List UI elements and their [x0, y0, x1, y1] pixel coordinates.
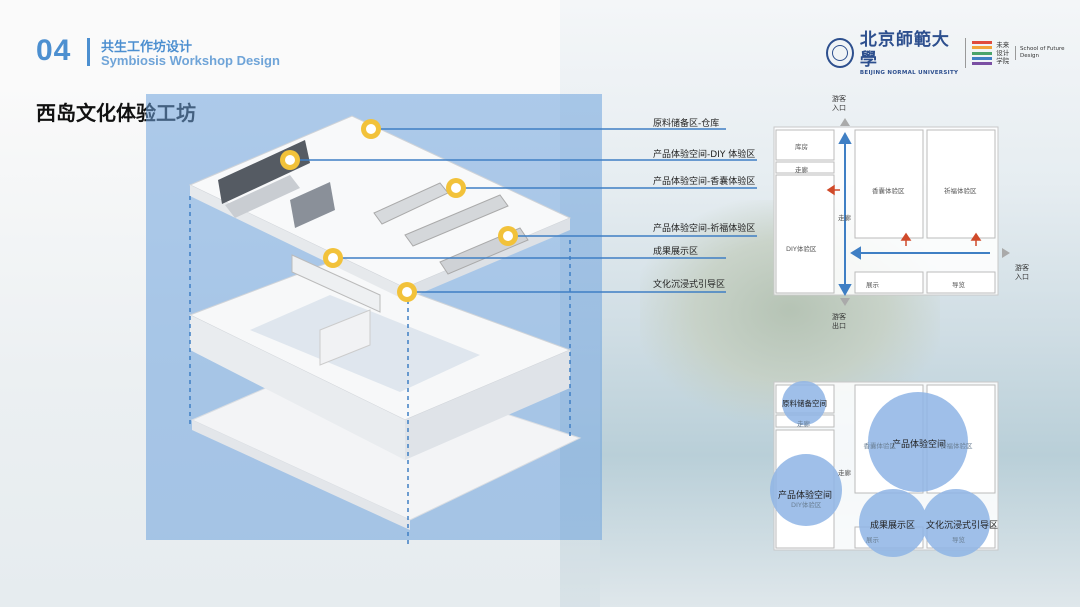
bubble-label-display: 成果展示区: [870, 518, 915, 531]
plan-entrance-top: 游客 入口: [832, 95, 846, 113]
plan-label-corridor-small: 走廊: [795, 164, 808, 174]
plan-exit-bottom: 游客 出口: [832, 313, 846, 331]
plan-label-prayer: 祈福体验区: [944, 185, 977, 195]
plan-label-storage: 库房: [795, 141, 808, 151]
bubble-label-storage: 原料储备空间: [782, 398, 827, 409]
plan-room-sachet: [855, 130, 923, 238]
plan-label-corridor-main: 走廊: [838, 212, 851, 222]
bubble-plan-corridor: 走廊: [838, 467, 851, 477]
bubble-sub-guide: 导览: [952, 534, 965, 544]
bubble-label-guide: 文化沉浸式引导区: [926, 518, 998, 531]
bubble-sub-experience-diy: DIY体验区: [791, 499, 821, 509]
plan-label-guide: 导览: [952, 279, 965, 289]
bubble-sub-display: 展示: [866, 534, 879, 544]
plan-room-diy: [776, 175, 834, 293]
plan-label-diy: DIY体验区: [786, 243, 816, 253]
plan-entrance-right: 游客 入口: [1015, 264, 1029, 282]
plan-label-display: 展示: [866, 279, 879, 289]
exit-bottom-marker: [840, 298, 850, 306]
entrance-top-marker: [840, 118, 850, 126]
plan-room-prayer: [927, 130, 995, 238]
bubble-sub-experience-main: 香囊体验区 祈福体验区: [843, 440, 993, 450]
plan-label-sachet: 香囊体验区: [872, 185, 905, 195]
bubble-sub-storage: 走廊: [797, 418, 810, 428]
entrance-right-marker: [1002, 248, 1010, 258]
